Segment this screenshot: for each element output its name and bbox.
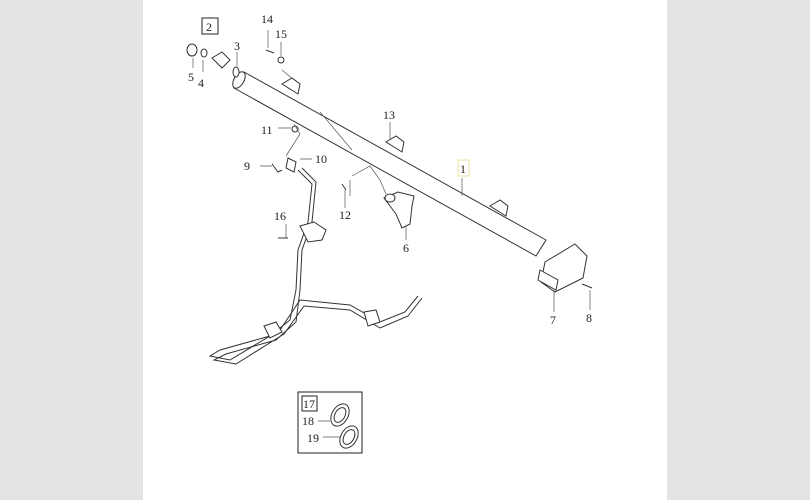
callout-1[interactable]: 1: [460, 162, 466, 176]
callout-17[interactable]: 17: [303, 397, 315, 411]
fuel-rail[interactable]: [230, 70, 547, 257]
callout-2[interactable]: 2: [206, 20, 212, 34]
callout-16[interactable]: 16: [274, 209, 286, 223]
callout-15[interactable]: 15: [275, 27, 287, 41]
bolt-14: [265, 49, 275, 54]
callout-18[interactable]: 18: [302, 414, 314, 428]
callout-7[interactable]: 7: [550, 313, 556, 327]
washer-15: [277, 56, 285, 64]
callout-13[interactable]: 13: [383, 108, 395, 122]
callout-5[interactable]: 5: [188, 70, 194, 84]
group-2-box: [201, 17, 219, 35]
callout-1-highlight: [457, 159, 470, 177]
callout-10[interactable]: 10: [315, 152, 327, 166]
callout-8[interactable]: 8: [586, 311, 592, 325]
callout-14[interactable]: 14: [261, 12, 273, 26]
callout-11[interactable]: 11: [261, 123, 273, 137]
fuel-pipe[interactable]: [208, 167, 423, 365]
callout-3[interactable]: 3: [234, 39, 240, 53]
callout-19[interactable]: 19: [307, 431, 319, 445]
bolt-8: [581, 283, 593, 289]
callout-4[interactable]: 4: [198, 76, 204, 90]
seal-kit-box[interactable]: [297, 391, 363, 454]
fitting-10: [285, 157, 297, 173]
callout-6[interactable]: 6: [403, 241, 409, 255]
pressure-sensor[interactable]: [537, 243, 588, 293]
clip-9: [271, 163, 283, 173]
end-plug-assembly[interactable]: [186, 43, 240, 78]
screw-12: [341, 183, 347, 191]
leader-lines: [192, 30, 591, 312]
callout-9[interactable]: 9: [244, 159, 250, 173]
fuel-injector[interactable]: [383, 191, 415, 229]
callout-12[interactable]: 12: [339, 208, 351, 222]
